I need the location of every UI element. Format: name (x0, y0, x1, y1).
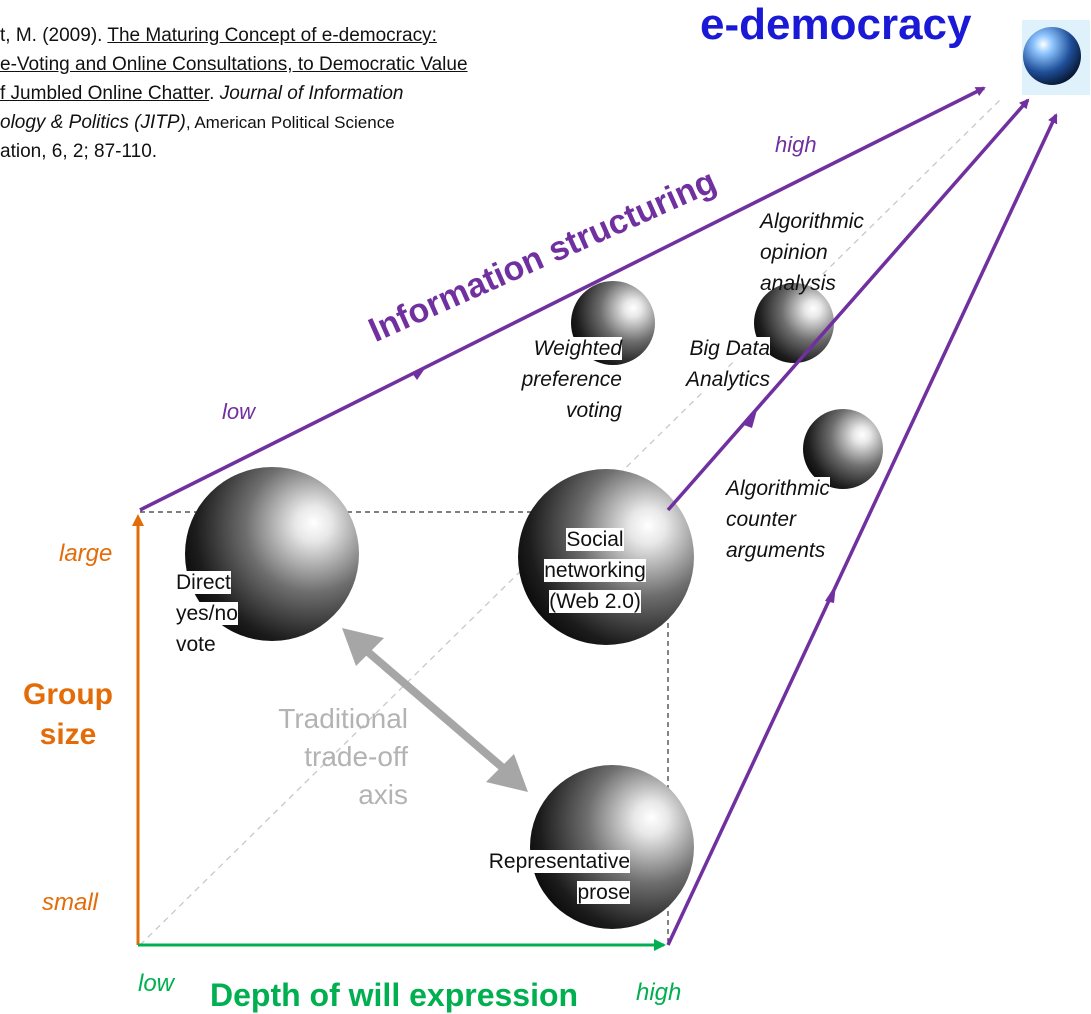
node-weighted-preference-line-1: Weighted (533, 337, 622, 360)
node-social-networking-line-3: (Web 2.0) (549, 590, 641, 613)
node-algorithmic-counter: Algorithmic counter arguments (726, 473, 830, 566)
tradeoff-label: Traditional trade-off axis (236, 700, 408, 814)
citation-line-5: ation, 6, 2; 87-110. (0, 137, 468, 166)
citation-title-1: The Maturing Concept of e-democracy: (107, 25, 437, 46)
citation-line-3: f Jumbled Online Chatter. Journal of Inf… (0, 79, 468, 108)
node-algorithmic-counter-line-1: Algorithmic (726, 477, 830, 500)
info-structuring-line-bottom (666, 113, 1058, 946)
tradeoff-arrow-shaft (365, 648, 506, 772)
citation-line-1: t, M. (2009). The Maturing Concept of e-… (0, 21, 468, 50)
info-structuring-line-mid (666, 98, 1030, 512)
node-social-networking-line-2: networking (544, 559, 646, 582)
node-representative-prose-line-2: prose (577, 881, 630, 904)
mid-arrowhead (744, 410, 757, 428)
node-direct-vote-line-1: Direct (176, 571, 231, 594)
group-size-line-2: size (39, 718, 97, 751)
sphere-direct-vote (185, 467, 359, 641)
info-structuring-line-top (139, 86, 986, 512)
node-direct-vote: Direct yes/no vote (176, 567, 238, 660)
node-social-networking: Social networking (Web 2.0) (530, 524, 660, 617)
node-algorithmic-opinion-line-1: Algorithmic (760, 210, 864, 233)
node-weighted-preference-line-3: voting (565, 399, 622, 422)
node-weighted-preference: Weighted preference voting (495, 333, 622, 426)
info-low-label: low (222, 399, 256, 424)
citation-publisher: , American Political Science (185, 113, 395, 132)
node-social-networking-line-1: Social (566, 528, 624, 551)
group-size-line-1: Group (23, 678, 113, 711)
citation-journal-1: Journal of Information (219, 83, 404, 104)
citation: t, M. (2009). The Maturing Concept of e-… (0, 21, 468, 166)
node-big-data: Big Data Analytics (668, 333, 770, 395)
tradeoff-arrowhead-start (342, 628, 384, 666)
node-big-data-line-2: Analytics (685, 368, 770, 391)
sphere-algorithmic-counter (803, 409, 883, 489)
tradeoff-arrowhead-end (486, 754, 528, 792)
node-representative-prose-line-1: Representative (488, 850, 630, 873)
group-size-label: Group size (8, 675, 128, 755)
node-algorithmic-opinion-line-2: opinion (760, 241, 828, 264)
node-direct-vote-line-2: yes/no (176, 602, 238, 625)
node-algorithmic-opinion-line-3: analysis (760, 272, 836, 295)
depth-high-label: high (636, 979, 682, 1006)
node-representative-prose: Representative prose (456, 846, 630, 908)
node-weighted-preference-line-2: preference (521, 368, 622, 391)
page-title: e-democracy (700, 0, 972, 49)
mid-arrowhead (412, 367, 426, 380)
depth-label: Depth of will expression (210, 977, 579, 1013)
node-algorithmic-counter-line-2: counter (726, 508, 797, 531)
citation-journal-2: ology & Politics (JITP) (0, 112, 186, 133)
diagonal-guide (139, 99, 1001, 946)
tradeoff-line-1: Traditional (278, 703, 408, 734)
node-algorithmic-opinion: Algorithmic opinion analysis (760, 206, 864, 299)
tradeoff-line-2: trade-off (304, 741, 408, 772)
node-big-data-line-1: Big Data (689, 337, 770, 360)
citation-author: t, M. (2009). (0, 25, 108, 46)
citation-volume: ation, 6, 2; 87-110. (0, 141, 158, 162)
group-large-label: large (59, 540, 113, 567)
mid-arrowhead (825, 584, 836, 603)
citation-line-4: ology & Politics (JITP), American Politi… (0, 108, 468, 137)
node-algorithmic-counter-line-3: arguments (726, 539, 826, 562)
sphere-representative-prose (530, 765, 694, 929)
citation-line-2: e-Voting and Online Consultations, to De… (0, 50, 468, 79)
tradeoff-line-3: axis (358, 779, 408, 810)
citation-separator: . (209, 83, 220, 104)
title-sphere (1023, 27, 1081, 85)
node-direct-vote-line-3: vote (176, 633, 216, 656)
group-small-label: small (42, 889, 99, 916)
info-high-label: high (775, 132, 817, 157)
citation-title-2: e-Voting and Online Consultations, to De… (0, 54, 468, 75)
citation-title-3: f Jumbled Online Chatter (0, 83, 210, 104)
depth-low-label: low (138, 970, 175, 997)
